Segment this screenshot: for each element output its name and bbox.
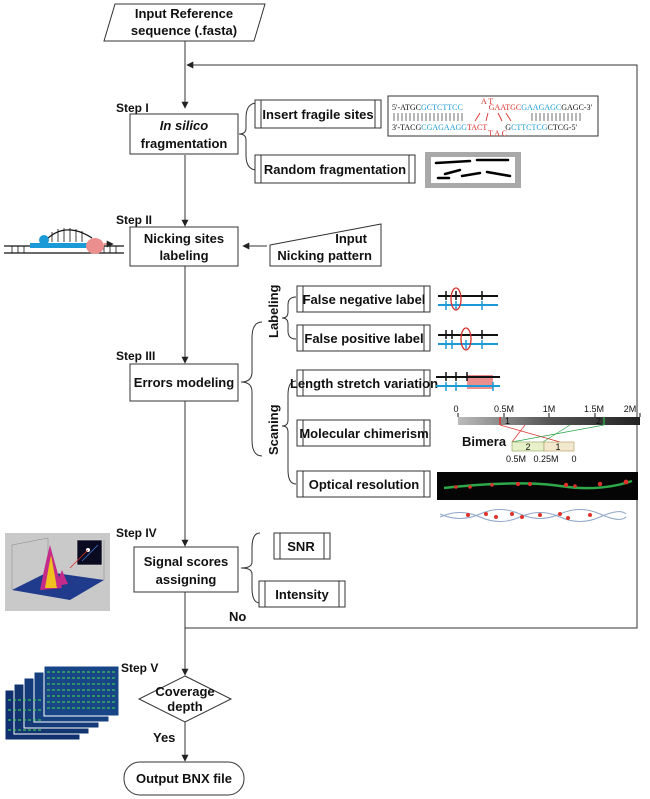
output-bnx-node: Output BNX file [123, 761, 245, 796]
chimera-seg-1: 1 [505, 416, 510, 426]
false-positive-label: False positive label [304, 331, 423, 346]
length-stretch-node: Length stretch variation [290, 369, 438, 397]
random-fragments-image [425, 152, 521, 188]
coverage-depth-line1: Coverage [155, 684, 214, 699]
input-reference-line1: Input Reference [135, 6, 233, 21]
input-nicking-line2: Nicking pattern [277, 248, 372, 263]
step-2-label: Step II [116, 213, 152, 227]
scaning-group-label: Scaning [266, 404, 281, 455]
molecular-chimerism-node: Molecular chimerism [296, 419, 431, 447]
false-positive-illustration [438, 327, 498, 351]
nicking-sites-line1: Nicking sites [144, 231, 224, 246]
nicking-sites-line2: labeling [159, 248, 208, 263]
fragmentation-brace [238, 102, 258, 171]
optical-resolution-image [437, 472, 638, 522]
chimera-sub-tick-2: 0 [571, 454, 576, 464]
in-silico-node: In silico fragmentation [129, 113, 239, 155]
false-negative-node: False negative label [296, 285, 431, 313]
chimera-tick-4: 2M [624, 404, 637, 414]
chimera-tick-0: 0 [453, 404, 458, 414]
molecule-image-stack [4, 665, 120, 741]
nicking-sites-node: Nicking sites labeling [129, 226, 239, 267]
optical-resolution-label: Optical resolution [309, 477, 420, 492]
chimera-sub-label-1: 2 [525, 442, 530, 452]
intensity-node: Intensity [258, 580, 346, 608]
signal-scores-line2: assigning [156, 572, 217, 587]
flow-connectors [181, 41, 638, 762]
step-4-label: Step IV [116, 526, 157, 540]
optical-resolution-node: Optical resolution [296, 470, 431, 498]
input-nicking-line1: Input [335, 231, 367, 246]
false-negative-illustration [438, 287, 498, 311]
no-label: No [229, 609, 246, 624]
output-bnx-label: Output BNX file [136, 771, 232, 786]
input-reference-node: Input Reference sequence (.fasta) [103, 3, 266, 42]
random-fragmentation-label: Random fragmentation [264, 162, 406, 177]
random-fragmentation-node: Random fragmentation [254, 154, 416, 184]
errors-modeling-label: Errors modeling [134, 375, 234, 390]
molecular-chimerism-label: Molecular chimerism [299, 426, 428, 441]
seq-cut-marks [474, 112, 512, 122]
insert-fragile-label: Insert fragile sites [262, 107, 373, 122]
seq-base-pairs [393, 113, 581, 121]
chimera-tick-2: 1M [543, 404, 556, 414]
length-stretch-label: Length stretch variation [290, 376, 438, 391]
intensity-label: Intensity [275, 587, 329, 602]
step-5-label: Step V [121, 661, 158, 675]
step-3-label: Step III [116, 349, 155, 363]
seq-top-cut: A T [481, 97, 493, 106]
false-positive-node: False positive label [296, 324, 431, 352]
chimera-sub-label-2: 1 [555, 442, 560, 452]
chimera-sub-tick-1: 0.25M [533, 454, 558, 464]
seq-bottom-cut: T A C [488, 129, 507, 138]
chimera-seg-2: 2 [596, 416, 601, 426]
errors-modeling-node: Errors modeling [129, 363, 239, 402]
snr-label: SNR [287, 539, 315, 554]
errors-brace [240, 321, 263, 457]
chimera-tick-1: 0.5M [494, 404, 514, 414]
coverage-depth-line2: depth [167, 699, 202, 714]
chimera-tick-3: 1.5M [584, 404, 604, 414]
nicking-enzyme-illustration [4, 228, 124, 254]
snr-node: SNR [273, 532, 331, 560]
input-nicking-node: Input Nicking pattern [269, 223, 382, 267]
length-stretch-illustration [436, 372, 500, 391]
insert-fragile-node: Insert fragile sites [254, 99, 382, 129]
signal-3d-plot-image [5, 533, 110, 611]
labeling-brace [281, 296, 297, 340]
signal-brace [240, 532, 261, 604]
chimera-sub-tick-0: 0.5M [506, 454, 526, 464]
false-negative-label: False negative label [303, 292, 426, 307]
in-silico-line1: In silico [160, 118, 208, 133]
coverage-depth-node: Coverage depth [137, 675, 233, 723]
labeling-group-label: Labeling [266, 284, 281, 338]
yes-label: Yes [153, 730, 175, 745]
step-1-label: Step I [116, 101, 149, 115]
in-silico-line2: fragmentation [141, 136, 228, 151]
input-reference-line2: sequence (.fasta) [131, 23, 237, 38]
signal-scores-line1: Signal scores [144, 554, 229, 569]
chimerism-illustration: 0 0.5M 1M 1.5M 2M 1 2 2 1 Bimera 0.5M 0.… [453, 404, 641, 464]
bimera-label: Bimera [462, 434, 507, 449]
signal-scores-node: Signal scores assigning [133, 546, 239, 593]
scaning-brace [281, 380, 297, 485]
